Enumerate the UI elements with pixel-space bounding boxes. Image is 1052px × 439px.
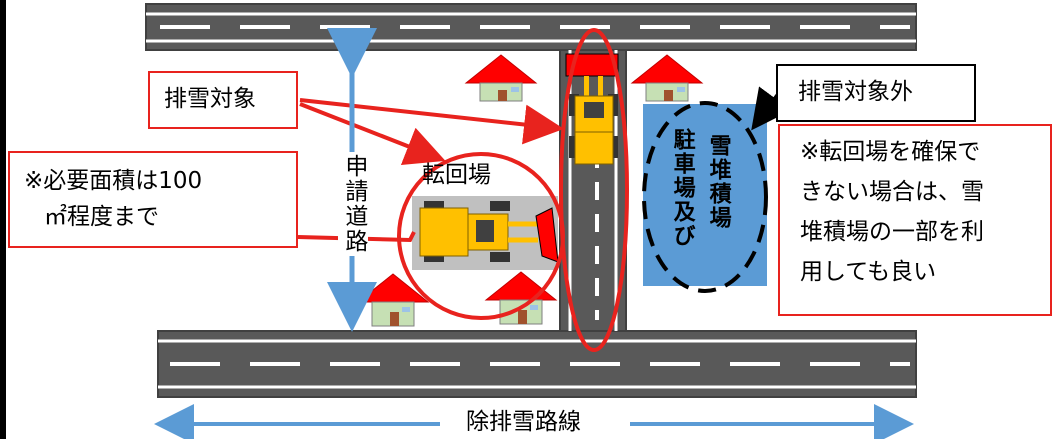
- applied-road-label: 申請道路: [338, 152, 368, 256]
- parking-snowyard-area: [643, 104, 767, 286]
- turnaround-note-line3: 堆積場の一部を利: [800, 219, 984, 245]
- turnaround-note-line2: きない場合は、雪: [800, 179, 984, 205]
- house-bottom-left: [356, 273, 430, 327]
- target-label-box: 排雪対象: [148, 71, 298, 129]
- road-snowplow: [565, 53, 619, 165]
- turnaround-note-line1: ※転回場を確保で: [800, 139, 981, 165]
- turnaround-note-box: ※転回場を確保で きない場合は、雪 堆積場の一部を利 用しても良い: [778, 124, 1052, 316]
- top-main-road: [145, 3, 917, 51]
- turnaround-note-line4: 用しても良い: [800, 259, 937, 285]
- house-top-left: [464, 54, 538, 102]
- outside-target-label: 排雪対象外: [798, 79, 913, 105]
- outside-target-label-box: 排雪対象外: [776, 64, 976, 122]
- outside-target-dashed-outline: [642, 101, 768, 293]
- route-label: 除排雪路線: [466, 409, 581, 435]
- bottom-main-road: [157, 330, 917, 398]
- house-top-right: [630, 54, 704, 102]
- snow-yard-label: 雪堆積場: [705, 134, 731, 230]
- turnaround-snowplow: [419, 201, 559, 263]
- parking-label: 駐車場及び: [669, 128, 695, 248]
- left-frame-bar: [0, 0, 6, 439]
- turnaround-circle: [397, 152, 565, 320]
- area-note-box: ※必要面積は100 ㎡程度まで: [8, 151, 298, 248]
- area-note-line1: ※必要面積は100: [24, 168, 203, 194]
- target-label: 排雪対象: [164, 86, 256, 112]
- target-road-circle: [559, 28, 629, 352]
- area-note-line2: ㎡程度まで: [44, 204, 159, 230]
- turnaround-label: 転回場: [422, 162, 491, 188]
- target-arrow-road: [299, 98, 564, 145]
